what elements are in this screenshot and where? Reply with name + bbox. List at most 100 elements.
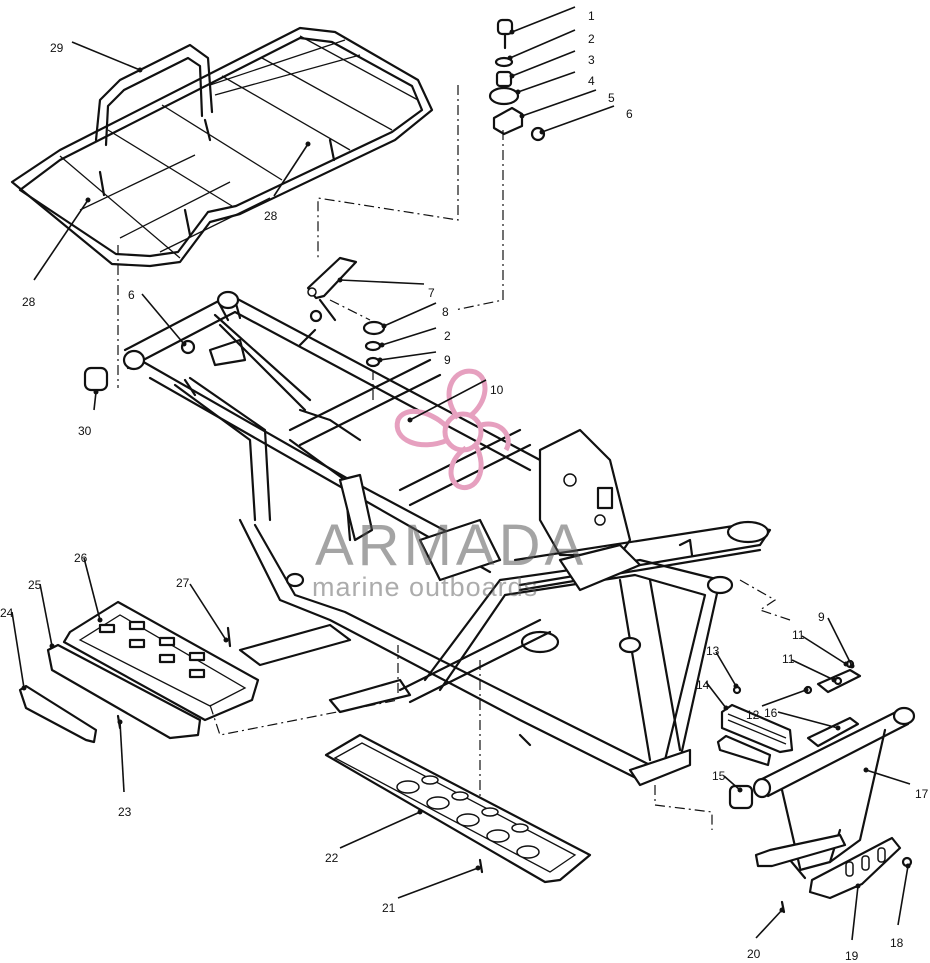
callout-number-20: 20 — [747, 947, 761, 961]
leader-line-5 — [521, 89, 597, 117]
watermark-brand: ARMADA — [315, 513, 587, 578]
leader-line-11 — [801, 635, 847, 665]
callout-number-10: 10 — [490, 383, 504, 397]
leader-line-30 — [93, 391, 97, 411]
callout-number-19: 19 — [845, 949, 859, 963]
callout-number-1: 1 — [588, 9, 595, 23]
rubber-bumper — [83, 366, 109, 392]
leader-arrowhead-4 — [515, 89, 521, 95]
callout-number-12: 12 — [746, 708, 760, 722]
leader-line-11 — [791, 659, 835, 681]
leader-arrowhead-9 — [377, 357, 383, 363]
leader-line-21 — [397, 867, 479, 899]
leader-line-29 — [71, 41, 141, 71]
leader-arrowhead-27 — [223, 637, 229, 643]
leader-arrowhead-3 — [509, 73, 515, 79]
leader-line-7 — [339, 279, 425, 285]
leader-line-18 — [897, 865, 909, 926]
callout-number-27: 27 — [176, 576, 190, 590]
leader-arrowhead-10 — [407, 417, 413, 423]
callout-number-29: 29 — [50, 41, 64, 55]
leader-line-3 — [511, 50, 576, 77]
leader-arrowhead-2 — [507, 55, 513, 61]
leader-arrowhead-15 — [737, 787, 743, 793]
leader-line-15 — [723, 775, 741, 791]
callout-number-2: 2 — [444, 329, 451, 343]
callout-number-13: 13 — [706, 644, 720, 658]
callout-number-17: 17 — [915, 787, 929, 801]
leader-arrowhead-23 — [117, 719, 123, 725]
leader-line-23 — [119, 721, 125, 793]
skid-plate — [324, 733, 592, 884]
leader-arrowhead-11 — [831, 677, 837, 683]
assembly-lines — [117, 85, 791, 830]
leader-line-2 — [509, 29, 576, 59]
top-hardware-stack — [488, 18, 546, 142]
leader-line-6 — [141, 293, 185, 345]
callout-number-14: 14 — [696, 678, 710, 692]
leader-arrowhead-21 — [475, 865, 481, 871]
leader-arrowhead-29 — [137, 67, 143, 73]
callout-number-9: 9 — [818, 610, 825, 624]
callout-number-21: 21 — [382, 901, 396, 915]
callout-number-28: 28 — [264, 209, 278, 223]
leader-line-17 — [865, 769, 911, 785]
leader-line-28 — [273, 143, 309, 197]
leader-line-9 — [827, 617, 853, 667]
callout-number-8: 8 — [442, 305, 449, 319]
leader-line-14 — [705, 681, 727, 709]
leader-line-27 — [189, 583, 227, 641]
leader-line-16 — [777, 711, 839, 729]
callout-number-26: 26 — [74, 551, 88, 565]
leader-line-20 — [755, 909, 783, 939]
callout-layer: 1234562928287682910302627252423911111312… — [0, 6, 929, 963]
callout-number-11: 11 — [782, 652, 795, 666]
leader-line-4 — [517, 71, 576, 93]
leader-line-10 — [409, 379, 487, 421]
leader-arrowhead-5 — [519, 113, 525, 119]
right-footrest-assembly — [716, 659, 916, 914]
leader-arrowhead-26 — [97, 617, 103, 623]
leader-arrowhead-24 — [21, 685, 27, 691]
callout-number-7: 7 — [428, 286, 435, 300]
leader-line-24 — [11, 611, 25, 689]
callout-number-30: 30 — [78, 424, 92, 438]
callout-number-16: 16 — [764, 706, 778, 720]
callout-number-2: 2 — [588, 32, 595, 46]
leader-arrowhead-8 — [381, 323, 387, 329]
leader-arrowhead-12 — [803, 687, 809, 693]
leader-line-19 — [851, 885, 859, 941]
leader-arrowhead-7 — [337, 277, 343, 283]
leader-arrowhead-2 — [379, 342, 385, 348]
leader-line-26 — [83, 557, 101, 621]
callout-number-23: 23 — [118, 805, 132, 819]
leader-arrowhead-17 — [863, 767, 869, 773]
leader-arrowhead-19 — [855, 883, 861, 889]
leader-arrowhead-11 — [843, 661, 849, 667]
propeller-logo-icon — [394, 368, 511, 491]
leader-arrowhead-25 — [49, 643, 55, 649]
callout-number-3: 3 — [588, 53, 595, 67]
leader-arrowhead-16 — [835, 725, 841, 731]
callout-number-9: 9 — [444, 353, 451, 367]
leader-arrowhead-1 — [509, 29, 515, 35]
callout-number-6: 6 — [626, 107, 633, 121]
leader-line-12 — [761, 689, 807, 707]
leader-arrowhead-18 — [905, 863, 911, 869]
callout-number-4: 4 — [588, 74, 595, 88]
leader-arrowhead-20 — [779, 907, 785, 913]
leader-line-25 — [39, 583, 53, 647]
leader-arrowhead-13 — [733, 683, 739, 689]
leader-line-6 — [541, 105, 615, 133]
leader-line-8 — [383, 302, 437, 327]
leader-arrowhead-9 — [849, 663, 855, 669]
leader-arrowhead-30 — [93, 389, 99, 395]
leader-line-1 — [511, 6, 576, 33]
leader-arrowhead-14 — [723, 705, 729, 711]
watermark-tagline: marine outboards — [312, 572, 538, 602]
main-frame — [122, 290, 772, 787]
callout-number-22: 22 — [325, 851, 339, 865]
callout-number-5: 5 — [608, 91, 615, 105]
callout-number-18: 18 — [890, 936, 904, 950]
